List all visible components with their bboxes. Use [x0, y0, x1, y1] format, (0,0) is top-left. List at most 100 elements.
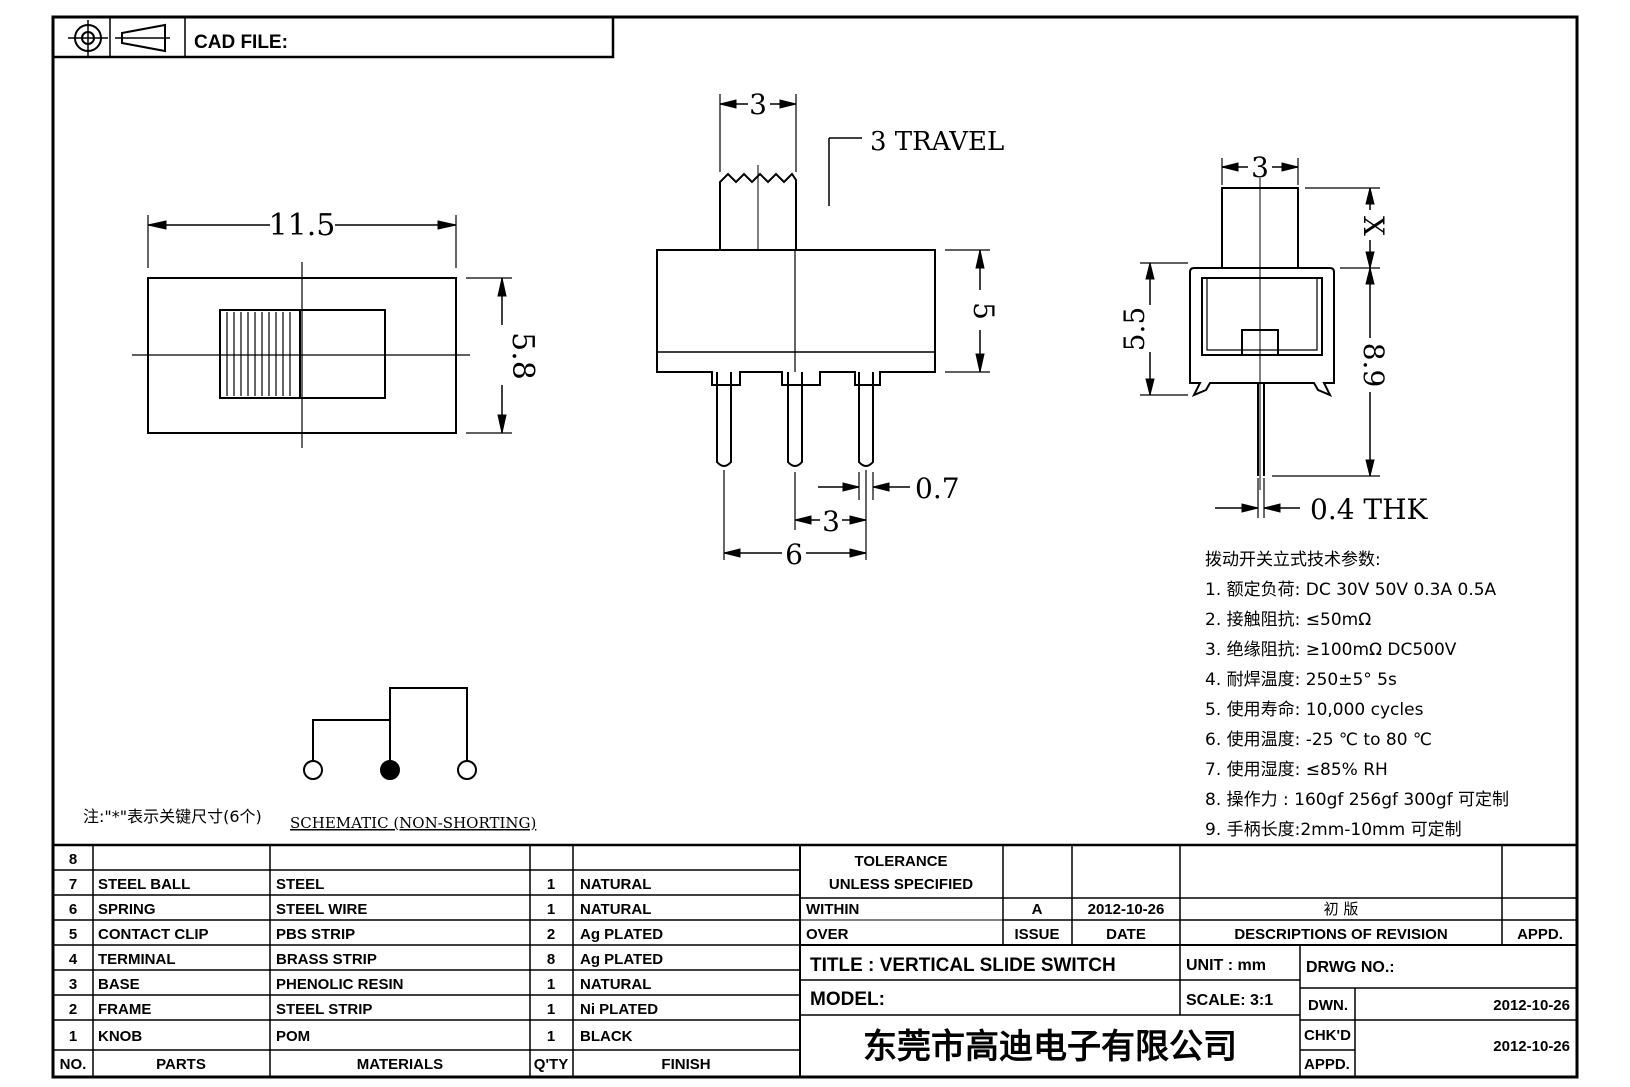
bom-part: CONTACT CLIP — [98, 926, 209, 943]
side-view — [1140, 158, 1380, 518]
sheet-border — [51, 15, 1579, 1079]
bom-finish: Ag PLATED — [580, 926, 663, 943]
tolerance-unless-label: UNLESS SPECIFIED — [829, 876, 973, 893]
bom-material: PHENOLIC RESIN — [276, 976, 404, 993]
top-width-dim: 11.5 — [269, 208, 336, 243]
approved-label: APPD. — [1304, 1056, 1350, 1073]
unit-label: UNIT : mm — [1186, 957, 1266, 974]
checked-label: CHK'D — [1304, 1027, 1351, 1044]
bom-header-qty: Q'TY — [534, 1056, 568, 1073]
header-box: CAD FILE: — [51, 15, 615, 59]
front-body-height-dim: 5 — [967, 302, 1000, 320]
spec-title: 拨动开关立式技术参数: — [1205, 550, 1381, 570]
rev-description: 初 版 — [1324, 900, 1359, 918]
schematic-label: SCHEMATIC (NON-SHORTING) — [290, 814, 536, 832]
drawing-title: TITLE : VERTICAL SLIDE SWITCH — [810, 955, 1116, 976]
bom-no: 2 — [69, 1001, 77, 1018]
key-dim-note: 注:"*"表示关键尺寸(6个) — [83, 807, 262, 826]
front-view — [656, 94, 990, 560]
bom-finish: NATURAL — [580, 876, 651, 893]
bom-no: 1 — [69, 1028, 77, 1045]
drawn-date: 2012-10-26 — [1493, 997, 1570, 1014]
bom-header-parts: PARTS — [156, 1056, 206, 1073]
schematic — [303, 687, 477, 780]
checked-date: 2012-10-26 — [1493, 1038, 1570, 1055]
bom-no: 3 — [69, 976, 77, 993]
bom-grid — [53, 843, 1577, 1077]
pin-thk-label: 0.4 THK — [1310, 493, 1429, 526]
model-label: MODEL: — [810, 989, 885, 1010]
bom-no: 7 — [69, 876, 77, 893]
bom-material: STEEL — [276, 876, 324, 893]
pin-pitch-dim: 3 — [822, 505, 840, 538]
approved-header: APPD. — [1517, 926, 1563, 943]
top-view — [132, 215, 512, 448]
cad-file-label: CAD FILE: — [194, 32, 288, 53]
side-body-height-dim: 5.5 — [1118, 307, 1151, 352]
tolerance-label: TOLERANCE — [854, 853, 947, 870]
bom-material: STEEL STRIP — [276, 1001, 372, 1018]
bom-no: 5 — [69, 926, 77, 943]
spec-item: 5. 使用寿命: 10,000 cycles — [1205, 699, 1424, 720]
bom-part: KNOB — [98, 1028, 142, 1045]
title-block: TOLERANCE UNLESS SPECIFIED WITHIN OVER A… — [806, 853, 1570, 1073]
drawing-number-label: DRWG NO.: — [1306, 959, 1395, 976]
spec-item: 6. 使用温度: -25 ℃ to 80 ℃ — [1205, 729, 1432, 750]
company-name: 东莞市高迪电子有限公司 — [863, 1027, 1237, 1067]
bom-finish: Ag PLATED — [580, 951, 663, 968]
within-label: WITHIN — [806, 901, 859, 918]
spec-item: 8. 操作力 : 160gf 256gf 300gf 可定制 — [1205, 790, 1509, 810]
bom-finish: BLACK — [580, 1028, 633, 1045]
bom-finish: NATURAL — [580, 976, 651, 993]
bom-finish: Ni PLATED — [580, 1001, 658, 1018]
bom-material: STEEL WIRE — [276, 901, 367, 918]
bom-qty: 1 — [547, 901, 555, 918]
spec-item: 1. 额定负荷: DC 30V 50V 0.3A 0.5A — [1205, 580, 1497, 600]
side-knob-height-dim: X — [1357, 216, 1390, 236]
front-knob-dim: 3 — [749, 88, 767, 121]
side-total-height-dim: 8.9 — [1357, 343, 1390, 388]
pin-span-dim: 6 — [785, 538, 803, 571]
bom-material: PBS STRIP — [276, 926, 355, 943]
date-header: DATE — [1106, 926, 1146, 943]
spec-list: 拨动开关立式技术参数: 1. 额定负荷: DC 30V 50V 0.3A 0.5… — [1205, 550, 1509, 840]
revision-description-header: DESCRIPTIONS OF REVISION — [1234, 926, 1447, 943]
bom-qty: 2 — [547, 926, 555, 943]
spec-item: 4. 耐焊温度: 250±5° 5s — [1205, 670, 1397, 690]
bom-no: 8 — [69, 851, 77, 868]
bom-table: 8 7 STEEL BALL STEEL 1 NATURAL 6 SPRING … — [60, 851, 711, 1073]
rev-issue: A — [1032, 901, 1043, 918]
bom-material: BRASS STRIP — [276, 951, 377, 968]
top-height-dim: 5.8 — [505, 332, 540, 380]
issue-header: ISSUE — [1014, 926, 1059, 943]
bom-qty: 1 — [547, 876, 555, 893]
over-label: OVER — [806, 926, 849, 943]
title-block-grid — [800, 845, 1577, 1077]
bom-header-materials: MATERIALS — [357, 1056, 443, 1073]
bom-no: 6 — [69, 901, 77, 918]
spec-item: 7. 使用湿度: ≤85% RH — [1205, 759, 1388, 780]
scale-label: SCALE: 3:1 — [1186, 992, 1273, 1009]
rev-date: 2012-10-26 — [1088, 901, 1165, 918]
bom-qty: 1 — [547, 1001, 555, 1018]
bom-material: POM — [276, 1028, 310, 1045]
projection-cone-icon — [115, 23, 170, 53]
bom-part: STEEL BALL — [98, 876, 190, 893]
bom-qty: 1 — [547, 976, 555, 993]
bom-part: BASE — [98, 976, 140, 993]
bom-qty: 1 — [547, 1028, 555, 1045]
side-knob-dim: 3 — [1251, 151, 1269, 184]
bom-header-finish: FINISH — [661, 1056, 710, 1073]
spec-item: 2. 接触阻抗: ≤50mΩ — [1205, 610, 1371, 630]
bom-header-no: NO. — [60, 1056, 87, 1073]
bom-qty: 8 — [547, 951, 555, 968]
bom-no: 4 — [69, 951, 78, 968]
bom-part: FRAME — [98, 1001, 151, 1018]
spec-item: 3. 绝缘阻抗: ≥100mΩ DC500V — [1205, 640, 1457, 660]
bom-finish: NATURAL — [580, 901, 651, 918]
spec-item: 9. 手柄长度:2mm-10mm 可定制 — [1205, 820, 1462, 840]
bom-part: SPRING — [98, 901, 156, 918]
drawn-label: DWN. — [1308, 997, 1348, 1014]
pin-width-dim: 0.7 — [915, 472, 960, 505]
bom-part: TERMINAL — [98, 951, 176, 968]
